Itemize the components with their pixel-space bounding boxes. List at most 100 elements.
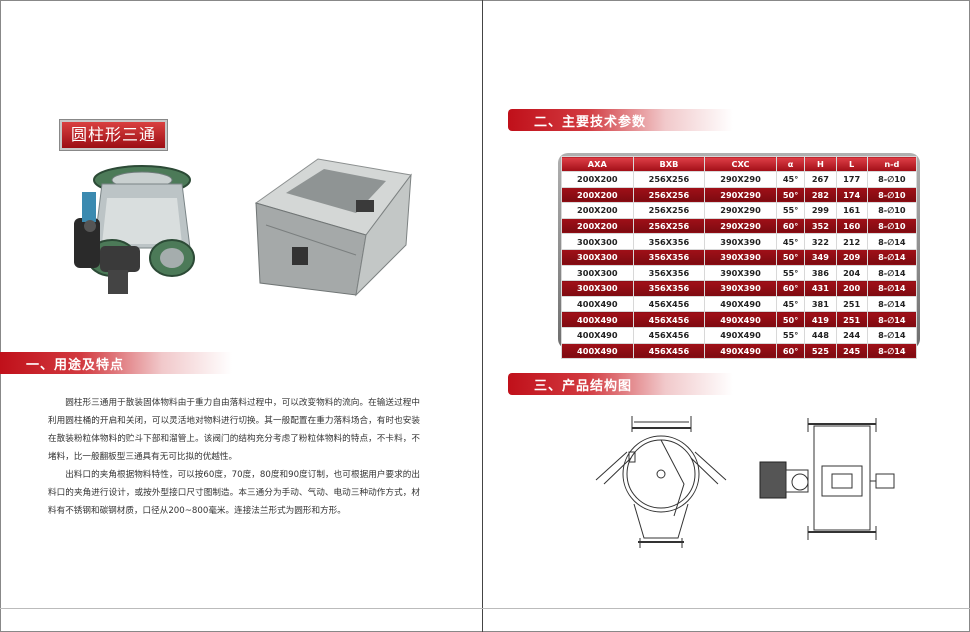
table-cell: 400X490 xyxy=(561,342,634,360)
table-cell: 290X290 xyxy=(704,186,777,204)
table-cell: 50° xyxy=(775,186,806,204)
table-cell: 8-∅10 xyxy=(866,171,918,188)
table-cell: 161 xyxy=(835,202,868,219)
structure-drawing-front xyxy=(594,412,729,556)
table-cell: 381 xyxy=(804,295,837,313)
table-cell: 8-∅14 xyxy=(866,342,918,360)
table-cell: 45° xyxy=(775,171,806,188)
table-cell: 267 xyxy=(804,171,837,188)
table-cell: 456X456 xyxy=(632,295,706,313)
table-cell: 8-∅10 xyxy=(866,202,918,219)
table-cell: 400X490 xyxy=(561,311,634,328)
table-cell: 256X256 xyxy=(632,186,706,204)
table-cell: 251 xyxy=(835,311,868,328)
table-cell: 8-∅14 xyxy=(866,233,918,250)
table-cell: 55° xyxy=(775,264,806,282)
col-header: α xyxy=(775,156,806,172)
table-cell: 177 xyxy=(835,171,868,188)
col-header: n-d xyxy=(866,156,918,172)
table-cell: 349 xyxy=(804,248,837,266)
table-cell: 200X200 xyxy=(561,186,634,204)
table-cell: 8-∅14 xyxy=(866,264,918,282)
table-cell: 525 xyxy=(804,342,837,360)
page-fold-line xyxy=(482,0,483,632)
table-cell: 448 xyxy=(804,326,837,344)
table-cell: 55° xyxy=(775,202,806,219)
table-cell: 490X490 xyxy=(704,295,777,313)
description-paragraph-2: 出料口的夹角根据物料特性，可以按60度，70度，80度和90度订制，也可根据用户… xyxy=(48,470,420,516)
table-cell: 60° xyxy=(775,280,806,297)
table-cell: 290X290 xyxy=(704,217,777,235)
table-cell: 490X490 xyxy=(704,326,777,344)
description-paragraph-1: 圆柱形三通用于散装固体物料由于重力自由落料过程中，可以改变物料的流向。在输送过程… xyxy=(48,398,420,462)
section-title-specs: 二、主要技术参数 xyxy=(534,114,647,130)
col-header: L xyxy=(835,156,868,172)
section-banner-specs: 二、主要技术参数 xyxy=(508,109,733,131)
table-cell: 256X256 xyxy=(632,217,706,235)
table-cell: 300X300 xyxy=(561,280,634,297)
section-title-structure: 三、产品结构图 xyxy=(534,378,633,394)
table-cell: 386 xyxy=(804,264,837,282)
table-cell: 160 xyxy=(835,217,868,235)
section-banner-usage: 一、用途及特点 xyxy=(0,352,232,374)
table-cell: 419 xyxy=(804,311,837,328)
table-cell: 400X490 xyxy=(561,295,634,313)
table-cell: 50° xyxy=(775,311,806,328)
table-cell: 456X456 xyxy=(632,326,706,344)
table-cell: 256X256 xyxy=(632,171,706,188)
structure-drawing-side xyxy=(758,412,898,556)
table-cell: 300X300 xyxy=(561,248,634,266)
col-header: CXC xyxy=(704,156,777,172)
product-title: 圆柱形三通 xyxy=(60,120,167,150)
table-cell: 356X356 xyxy=(632,280,706,297)
table-cell: 204 xyxy=(835,264,868,282)
table-cell: 290X290 xyxy=(704,171,777,188)
table-cell: 390X390 xyxy=(704,248,777,266)
table-cell: 244 xyxy=(835,326,868,344)
table-cell: 8-∅14 xyxy=(866,280,918,297)
table-cell: 200X200 xyxy=(561,217,634,235)
table-cell: 200X200 xyxy=(561,171,634,188)
table-cell: 300X300 xyxy=(561,264,634,282)
table-cell: 50° xyxy=(775,248,806,266)
bottom-rule xyxy=(0,608,970,609)
table-cell: 174 xyxy=(835,186,868,204)
table-cell: 256X256 xyxy=(632,202,706,219)
table-cell: 390X390 xyxy=(704,280,777,297)
table-cell: 209 xyxy=(835,248,868,266)
table-cell: 245 xyxy=(835,342,868,360)
table-cell: 356X356 xyxy=(632,264,706,282)
table-cell: 45° xyxy=(775,233,806,250)
table-cell: 60° xyxy=(775,342,806,360)
description-text: 圆柱形三通用于散装固体物料由于重力自由落料过程中，可以改变物料的流向。在输送过程… xyxy=(48,394,420,520)
table-cell: 55° xyxy=(775,326,806,344)
table-cell: 400X490 xyxy=(561,326,634,344)
table-cell: 282 xyxy=(804,186,837,204)
table-cell: 8-∅14 xyxy=(866,311,918,328)
section-banner-structure: 三、产品结构图 xyxy=(508,373,733,395)
table-cell: 212 xyxy=(835,233,868,250)
table-cell: 8-∅14 xyxy=(866,248,918,266)
table-cell: 60° xyxy=(775,217,806,235)
table-cell: 8-∅10 xyxy=(866,217,918,235)
spec-table-header: AXA BXB CXC α H L n-d xyxy=(561,156,918,172)
table-cell: 8-∅14 xyxy=(866,326,918,344)
table-cell: 8-∅14 xyxy=(866,295,918,313)
table-cell: 200X200 xyxy=(561,202,634,219)
col-header: BXB xyxy=(632,156,706,172)
table-cell: 322 xyxy=(804,233,837,250)
